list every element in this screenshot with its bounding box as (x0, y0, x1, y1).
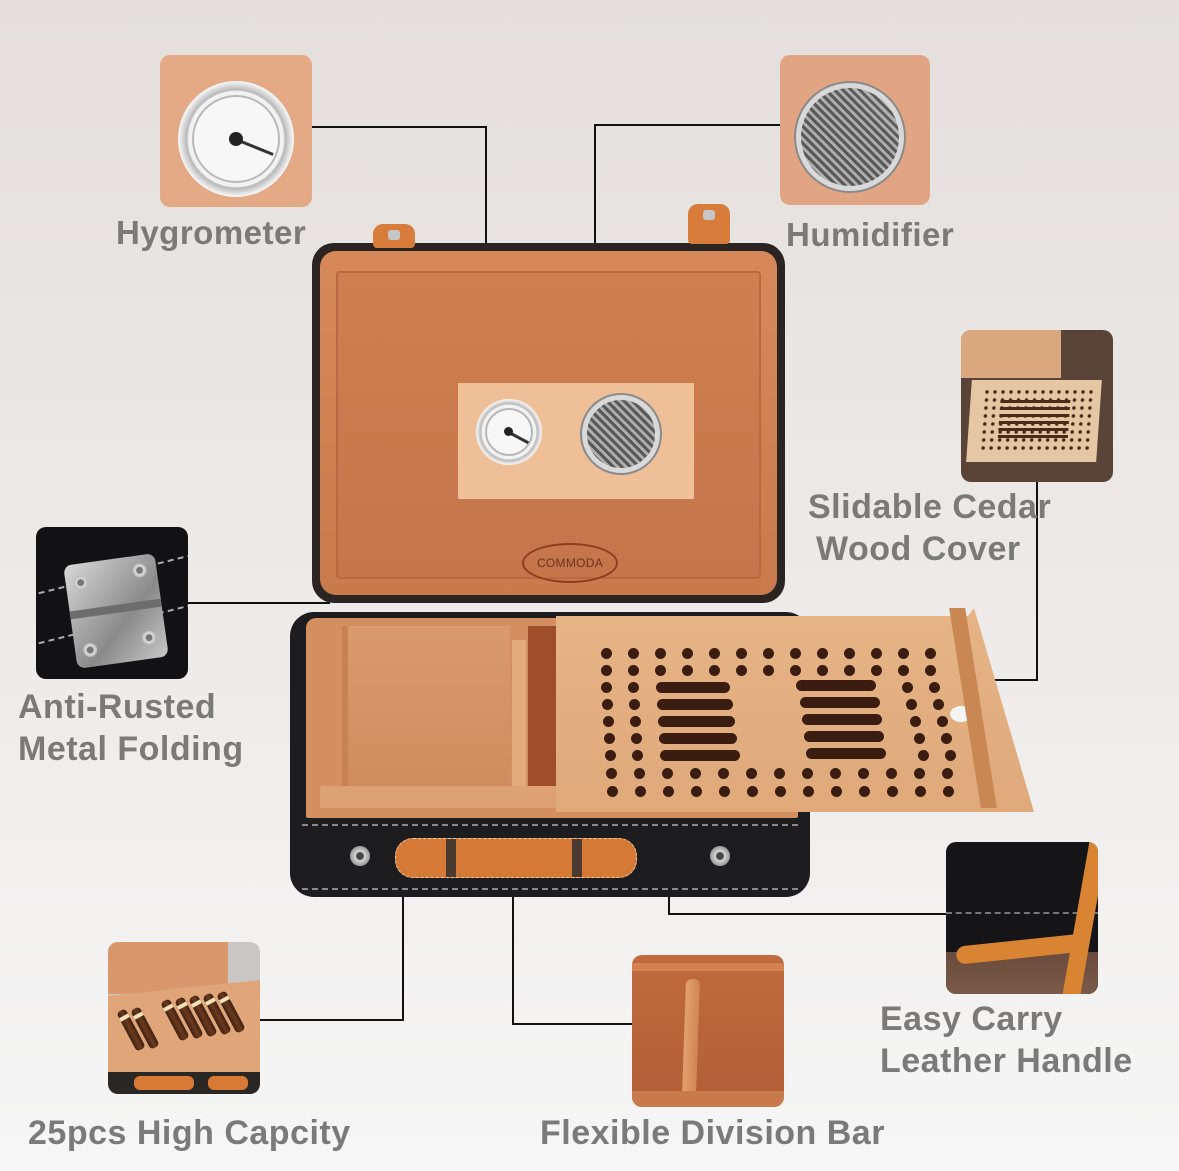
brand-logo: COMMODA (522, 543, 618, 583)
leader-line-division-bar (512, 1023, 632, 1025)
slidable-cover-thumbnail (961, 330, 1113, 482)
callout-label-leather-handle-line1: Easy Carry (880, 1000, 1063, 1038)
leader-line-leather-handle (668, 913, 946, 915)
humidifier-mesh-icon (582, 395, 660, 473)
leather-stitching (302, 888, 798, 890)
callout-label-slidable-cover-line2: Wood Cover (816, 530, 1021, 568)
leader-line-hygrometer (312, 126, 487, 128)
callout-label-capacity: 25pcs High Capcity (28, 1114, 351, 1152)
callout-label-metal-folding-line2: Metal Folding (18, 730, 244, 768)
leader-line-capacity (260, 1019, 404, 1021)
lid-strap-left (373, 224, 415, 248)
hygrometer-gauge-icon (476, 399, 542, 465)
rivet-icon (710, 846, 730, 866)
callout-label-leather-handle-line2: Leather Handle (880, 1042, 1133, 1080)
division-bar-thumbnail (632, 955, 784, 1107)
cigar-compartment (342, 626, 510, 786)
hygrometer-thumbnail (160, 55, 312, 207)
accessory-plaque (458, 383, 694, 499)
hygrometer-gauge-icon (178, 81, 294, 197)
leather-handle-thumbnail (946, 842, 1098, 994)
lid-strap-right (688, 204, 730, 244)
lid-cedar-lining: COMMODA (320, 251, 777, 595)
rivet-icon (350, 846, 370, 866)
humidifier-mesh-icon (796, 83, 904, 191)
leader-line-slidable-cover (1036, 482, 1038, 680)
metal-folding-thumbnail (36, 527, 188, 679)
lid-cedar-panel: COMMODA (336, 271, 761, 583)
callout-label-slidable-cover-line1: Slidable Cedar (808, 488, 1052, 526)
capacity-thumbnail (108, 942, 260, 1094)
callout-label-hygrometer: Hygrometer (116, 214, 307, 251)
leather-carry-handle[interactable] (395, 838, 637, 878)
hinge-icon (63, 553, 169, 669)
callout-label-humidifier: Humidifier (786, 216, 955, 253)
humidifier-thumbnail (780, 55, 930, 205)
callout-label-division-bar: Flexible Division Bar (540, 1114, 885, 1152)
humidor-lid: COMMODA (312, 243, 785, 603)
leader-line-metal-folding (188, 602, 330, 604)
division-bar[interactable] (512, 640, 526, 792)
division-bar-icon (681, 979, 701, 1097)
leader-line-humidifier (594, 124, 780, 126)
callout-label-metal-folding-line1: Anti-Rusted (18, 688, 217, 726)
leather-stitching (302, 824, 798, 826)
